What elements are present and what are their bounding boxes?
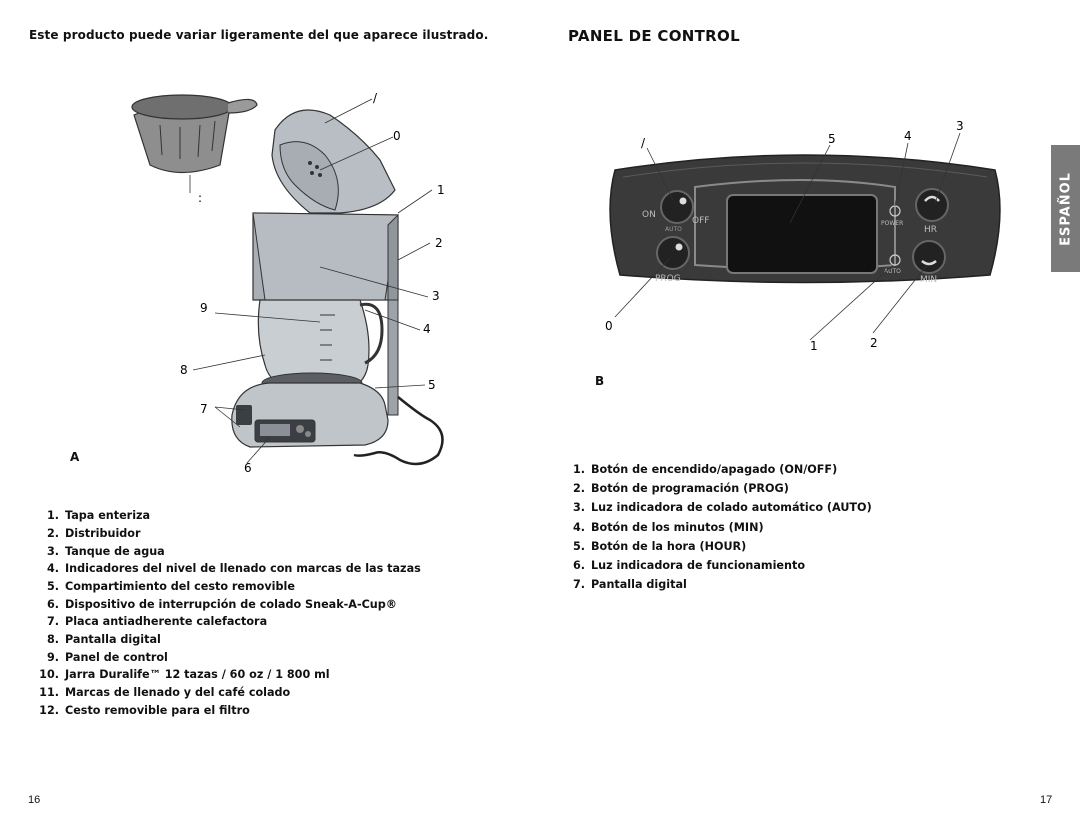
minute-button	[912, 240, 946, 274]
label-auto: AUTO	[884, 268, 901, 275]
coffee-maker-illustration: / 0 1 2 3 4 5 6 7 8 9 :	[131, 91, 445, 475]
figure-a-label: A	[70, 450, 80, 464]
list-item: 4.Indicadores del nivel de llenado con m…	[46, 562, 421, 575]
list-item: 7.Placa antiadherente calefactora	[46, 615, 268, 628]
auto-light	[889, 254, 901, 266]
callout: 0	[605, 319, 613, 333]
label-hr: HR	[924, 225, 937, 235]
filter-basket-drawing	[131, 94, 258, 174]
label-auto-small: AUTO	[665, 226, 682, 233]
prog-button	[656, 236, 690, 270]
list-item: 11.Marcas de llenado y del café colado	[39, 686, 291, 699]
list-item: 2.Distribuidor	[46, 527, 141, 540]
label-prog: PROG	[655, 274, 681, 284]
callout: 4	[904, 129, 912, 143]
section-title: PANEL DE CONTROL	[568, 27, 740, 45]
language-tab: ESPAÑOL	[1051, 145, 1080, 272]
list-item: 5.Compartimiento del cesto removible	[46, 580, 295, 593]
list-item: 6.Dispositivo de interrupción de colado …	[46, 598, 397, 611]
list-item: 7.Pantalla digital	[572, 578, 687, 591]
label-off: OFF	[692, 216, 709, 226]
callout: /	[641, 136, 646, 150]
callout: 4	[423, 322, 431, 336]
list-item: 9.Panel de control	[46, 651, 168, 664]
callout: 2	[870, 336, 878, 350]
language-tab-label: ESPAÑOL	[1058, 171, 1073, 246]
figure-b-label: B	[595, 374, 605, 388]
callout: 5	[428, 378, 436, 392]
list-item: 1.Tapa enteriza	[46, 509, 151, 522]
callout: 2	[435, 236, 443, 250]
list-item: 12.Cesto removible para el filtro	[39, 704, 250, 717]
label-power: POWER	[881, 220, 903, 227]
callout: 0	[393, 129, 401, 143]
callout: 1	[437, 183, 445, 197]
callout: :	[198, 191, 202, 205]
base-drawing	[231, 382, 389, 448]
callout: 1	[810, 339, 818, 353]
callout: 3	[432, 289, 440, 303]
hour-button	[915, 188, 949, 222]
list-item: 6.Luz indicadora de funcionamiento	[572, 559, 806, 572]
callout: 9	[200, 301, 208, 315]
list-item: 4.Botón de los minutos (MIN)	[572, 521, 764, 534]
page-number-right: 17	[1040, 794, 1053, 806]
header-note: Este producto puede variar ligeramente d…	[29, 28, 489, 42]
list-item: 3.Luz indicadora de colado automático (A…	[572, 501, 872, 514]
label-min: MIN	[920, 275, 937, 285]
callout: 5	[828, 132, 836, 146]
carafe-drawing	[257, 299, 384, 394]
list-item: 10.Jarra Duralife™ 12 tazas / 60 oz / 1 …	[39, 668, 330, 681]
on-off-button	[660, 190, 694, 224]
list-item: 5.Botón de la hora (HOUR)	[572, 540, 747, 553]
lid-drawing	[271, 109, 396, 214]
panel-leader-lines	[614, 132, 961, 341]
callout: 3	[956, 119, 964, 133]
control-panel-illustration: ON OFF AUTO PROG POWER AUTO HR MIN / 5 4…	[605, 119, 1001, 353]
list-item: 8.Pantalla digital	[46, 633, 161, 646]
callout: 7	[200, 402, 208, 416]
list-item: 3.Tanque de agua	[46, 545, 165, 558]
list-item: 1.Botón de encendido/apagado (ON/OFF)	[572, 463, 838, 476]
lcd-display	[726, 194, 878, 274]
label-on: ON	[642, 210, 656, 220]
leader-lines	[189, 98, 433, 464]
callout: 8	[180, 363, 188, 377]
callout: /	[373, 91, 378, 105]
list-item: 2.Botón de programación (PROG)	[572, 482, 789, 495]
page-number-left: 16	[28, 794, 41, 806]
callout: 6	[244, 461, 252, 475]
power-cord-drawing	[353, 396, 444, 466]
